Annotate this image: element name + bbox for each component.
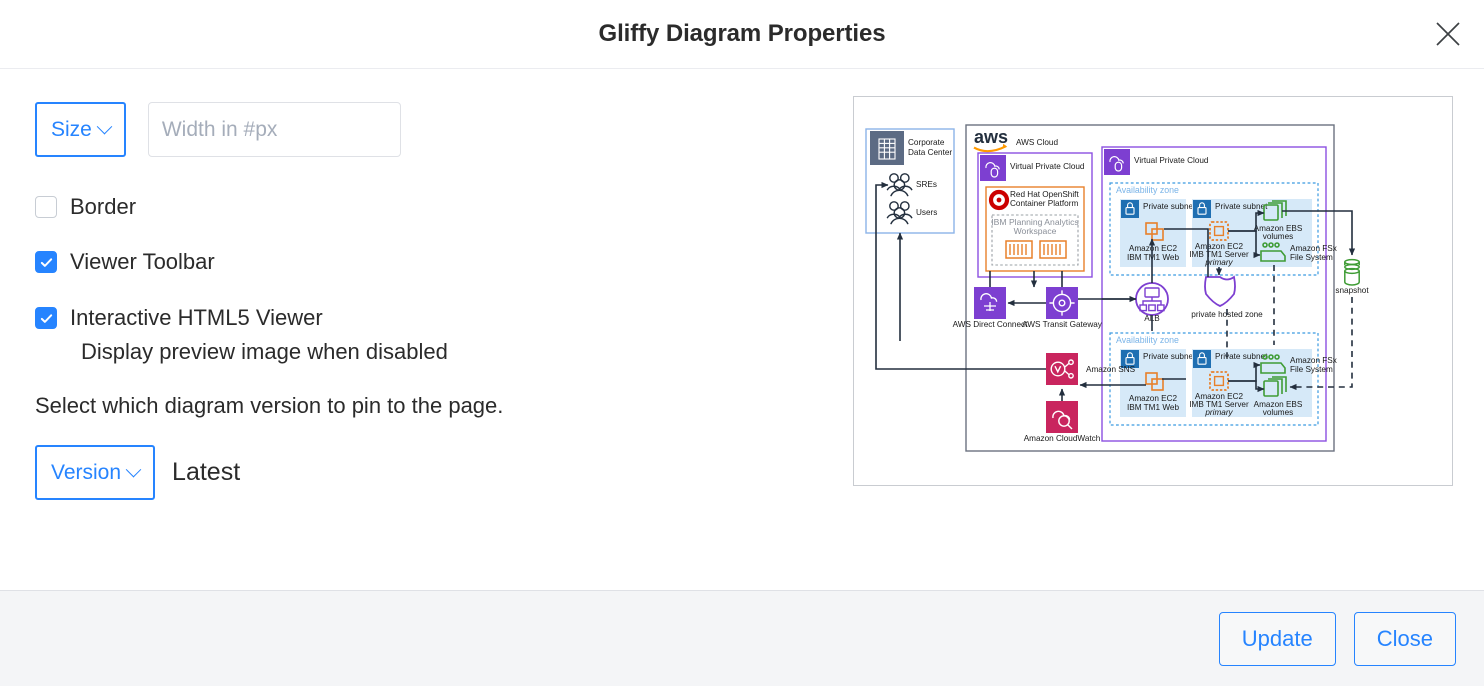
fsx-2-icon (1260, 354, 1286, 374)
size-dropdown-label: Size (51, 117, 92, 141)
ec2-server-1-label-2: IMB TM1 Server (1189, 250, 1249, 259)
dialog-header: Gliffy Diagram Properties (0, 0, 1484, 69)
users-label: Users (916, 208, 937, 217)
width-input[interactable] (147, 102, 401, 157)
update-button[interactable]: Update (1218, 611, 1336, 666)
version-selected-value: Latest (172, 458, 241, 486)
diagram-preview-frame[interactable]: aws AWS Cloud (853, 96, 1453, 486)
paw-label-2: Workspace (1014, 226, 1057, 236)
version-row: Version Latest (35, 445, 840, 500)
availability-zone-1-label: Availability zone (1116, 185, 1179, 195)
transit-gateway-label: AWS Transit Gateway (1022, 320, 1103, 329)
private-subnet-4-label: Private subnet (1215, 352, 1268, 361)
vpc-left-label: Virtual Private Cloud (1010, 162, 1085, 171)
fsx-2-label-1: Amazon FSx (1290, 356, 1337, 365)
corporate-data-center-label-2: Data Center (908, 148, 952, 157)
size-dropdown-button[interactable]: Size (35, 102, 126, 157)
check-icon (40, 257, 52, 267)
chevron-down-icon (96, 118, 113, 135)
page-title: Gliffy Diagram Properties (598, 20, 886, 47)
dialog-footer: Update Close (0, 590, 1484, 686)
sns-label: Amazon SNS (1086, 365, 1136, 374)
redhat-openshift-icon (988, 189, 1010, 211)
container-icon-1 (1005, 240, 1033, 259)
version-dropdown-label: Version (51, 460, 122, 484)
ebs-1-label-1: Amazon EBS (1254, 224, 1303, 233)
ec2-server-2-label-1: Amazon EC2 (1195, 392, 1244, 401)
ec2-web-2-label-1: Amazon EC2 (1129, 394, 1178, 403)
preview-image-sub-label: Display preview image when disabled (81, 339, 448, 364)
private-subnet-1-label: Private subnet (1143, 202, 1196, 211)
alb-icon (1135, 282, 1169, 316)
ebs-2-label-1: Amazon EBS (1254, 400, 1303, 409)
viewer-toolbar-checkbox-row[interactable]: Viewer Toolbar (35, 249, 840, 275)
sres-icon (886, 173, 913, 197)
fsx-1-label-2: File System (1290, 253, 1333, 262)
ec2-web-2-label-2: IBM TM1 Web (1127, 403, 1179, 412)
aws-cloud-label: AWS Cloud (1016, 138, 1058, 147)
paw-label-1: IBM Planning Analytics (991, 217, 1078, 227)
ec2-web-1-label-2: IBM TM1 Web (1127, 253, 1179, 262)
properties-form: Size Border Viewer Toolbar (0, 69, 840, 590)
vpc-right-label: Virtual Private Cloud (1134, 156, 1209, 165)
fsx-1-label-1: Amazon FSx (1290, 244, 1337, 253)
close-button[interactable]: Close (1353, 611, 1456, 666)
ec2-server-1-label-1: Amazon EC2 (1195, 242, 1244, 251)
openshift-label-1: Red Hat OpenShift (1010, 190, 1079, 199)
sres-label: SREs (916, 180, 937, 189)
version-dropdown-button[interactable]: Version (35, 445, 156, 500)
ec2-server-1-label-3: primary (1204, 258, 1233, 267)
availability-zone-2-label: Availability zone (1116, 335, 1179, 345)
private-subnet-3-label: Private subnet (1143, 352, 1196, 361)
container-icon-2 (1039, 240, 1067, 259)
users-icon (886, 201, 913, 225)
fsx-1-icon (1260, 242, 1286, 262)
border-checkbox-label: Border (70, 194, 137, 219)
aws-logo-icon: aws (973, 127, 1008, 153)
snapshot-label: snapshot (1335, 286, 1369, 295)
ec2-server-2-icon (1209, 371, 1229, 391)
size-row: Size (35, 102, 840, 157)
interactive-viewer-checkbox-label: Interactive HTML5 Viewer (70, 305, 323, 330)
openshift-label-2: Container Platform (1010, 199, 1078, 208)
ebs-1-label-2: volumes (1263, 232, 1294, 241)
ec2-web-2-icon (1145, 372, 1164, 391)
ec2-server-1-icon (1209, 221, 1229, 241)
dialog-body: Size Border Viewer Toolbar (0, 69, 1484, 590)
ec2-web-1-label-1: Amazon EC2 (1129, 244, 1178, 253)
chevron-down-icon (125, 461, 142, 478)
private-hosted-zone-icon (1204, 275, 1236, 307)
border-checkbox-row[interactable]: Border (35, 194, 840, 220)
interactive-viewer-checkbox-row[interactable]: Interactive HTML5 Viewer (35, 305, 840, 331)
ec2-server-2-label-2: IMB TM1 Server (1189, 400, 1249, 409)
close-icon[interactable] (1430, 16, 1466, 52)
border-checkbox[interactable] (35, 196, 57, 218)
fsx-2-label-2: File System (1290, 365, 1333, 374)
direct-connect-label: AWS Direct Connect (953, 320, 1028, 329)
viewer-toolbar-checkbox[interactable] (35, 251, 57, 273)
corporate-data-center-label-1: Corporate (908, 138, 945, 147)
aws-architecture-diagram: aws AWS Cloud (865, 124, 1369, 452)
viewer-toolbar-checkbox-label: Viewer Toolbar (70, 249, 215, 274)
private-subnet-2-label: Private subnet (1215, 202, 1268, 211)
ec2-server-2-label-3: primary (1204, 408, 1233, 417)
ec2-web-1-icon (1145, 222, 1164, 241)
interactive-viewer-checkbox[interactable] (35, 307, 57, 329)
snapshot-icon (1344, 258, 1360, 286)
version-help-text: Select which diagram version to pin to t… (35, 393, 504, 418)
cloudwatch-label: Amazon CloudWatch (1024, 434, 1101, 443)
svg-text:aws: aws (974, 127, 1008, 147)
amazon-cloudwatch-icon (1046, 401, 1078, 433)
check-icon (40, 313, 52, 323)
diagram-preview-panel: aws AWS Cloud (840, 69, 1484, 590)
ebs-2-label-2: volumes (1263, 408, 1294, 417)
